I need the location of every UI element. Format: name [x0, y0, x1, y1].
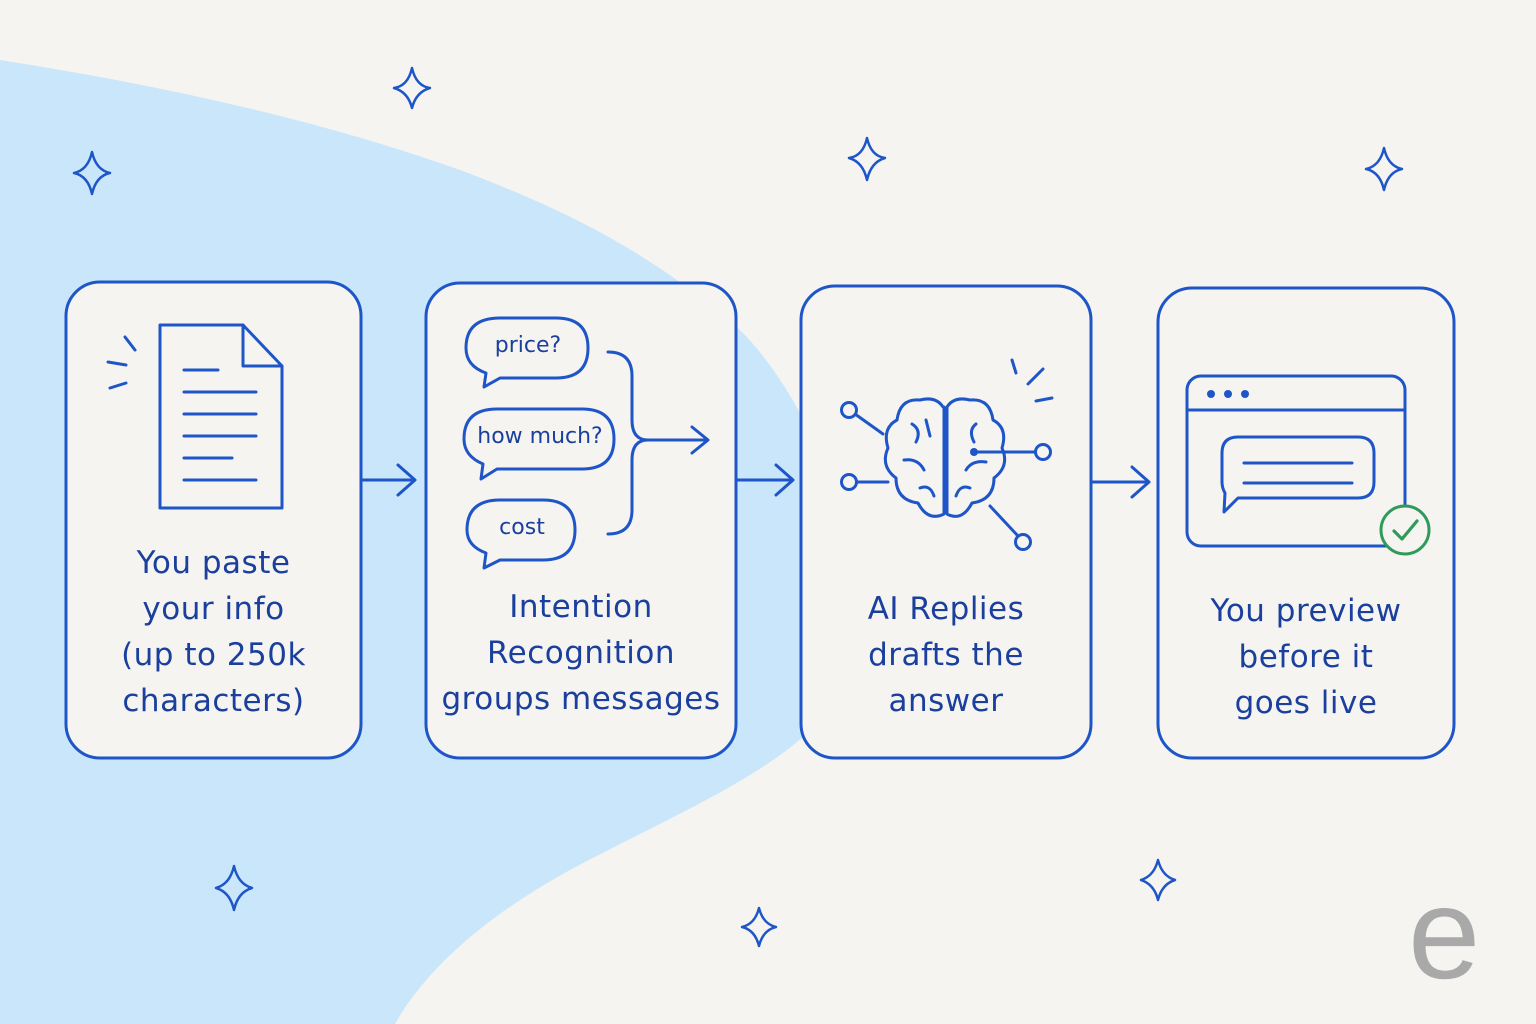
step-1-caption: You paste your info (up to 250k characte…	[66, 540, 361, 724]
bubble-label-how-much: how much?	[477, 424, 603, 449]
step-3-caption: AI Replies drafts the answer	[801, 586, 1091, 724]
sparkle-icon	[392, 66, 432, 110]
step-card-2	[424, 281, 738, 760]
brain-icon	[840, 358, 1054, 551]
bubble-label-cost: cost	[499, 515, 545, 540]
step-2-caption: Intention Recognition groups messages	[426, 584, 736, 722]
caption-line: goes live	[1234, 685, 1378, 721]
sparkle-icon	[740, 906, 778, 948]
caption-line: characters)	[122, 683, 305, 719]
chat-bubble	[465, 498, 577, 570]
caption-line: (up to 250k	[121, 637, 306, 673]
bubble-label-price: price?	[494, 333, 562, 358]
chat-bubble	[464, 316, 590, 389]
step-card-3	[799, 284, 1093, 760]
caption-line: AI Replies	[867, 591, 1025, 627]
chat-bubble	[462, 407, 616, 481]
caption-line: answer	[888, 683, 1004, 719]
caption-line: drafts the	[868, 637, 1024, 673]
caption-line: You preview	[1210, 593, 1402, 629]
browser-preview-icon	[1185, 374, 1407, 548]
caption-line: Recognition	[486, 635, 676, 671]
step-4-caption: You preview before it goes live	[1158, 588, 1454, 726]
chat-bubbles-icon	[462, 316, 710, 570]
caption-line: You paste	[136, 545, 291, 581]
document-icon	[106, 323, 284, 510]
caption-line: before it	[1238, 639, 1374, 675]
brand-logo: e	[1408, 860, 1481, 1006]
sparkle-icon	[847, 136, 887, 182]
arrow-right-icon	[734, 463, 795, 497]
caption-line: Intention	[509, 589, 653, 625]
caption-line: your info	[142, 591, 285, 627]
sparkle-icon	[72, 150, 112, 196]
arrow-right-icon	[1089, 465, 1151, 499]
sparkle-icon	[214, 864, 254, 912]
check-badge-icon	[1379, 504, 1431, 556]
caption-line: groups messages	[441, 681, 721, 717]
sparkle-icon	[1139, 858, 1177, 902]
step-card-1	[64, 280, 363, 760]
sparkle-icon	[1364, 146, 1404, 192]
arrow-right-icon	[359, 463, 417, 497]
